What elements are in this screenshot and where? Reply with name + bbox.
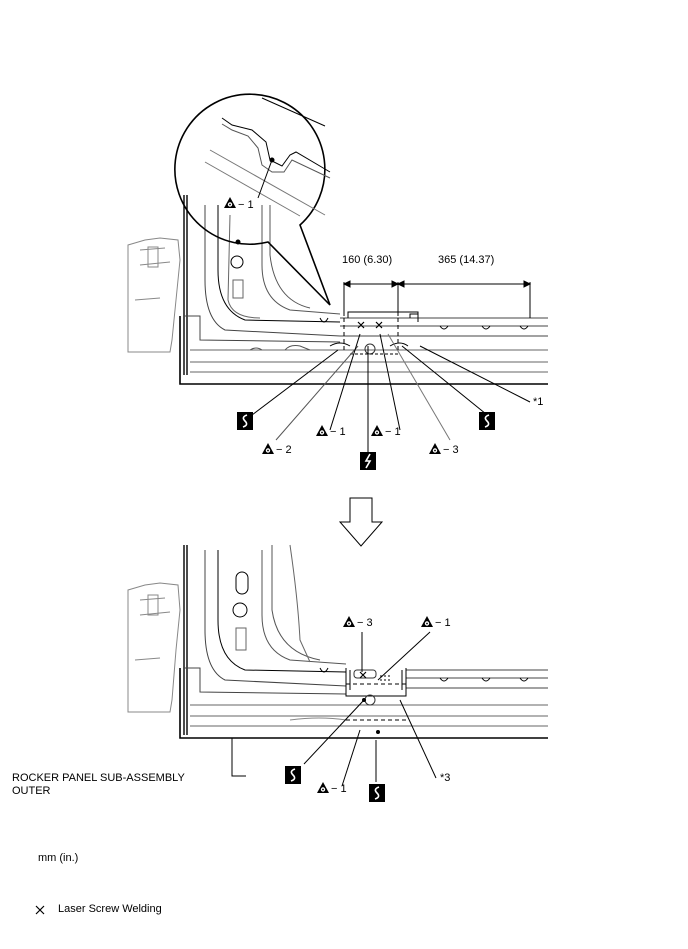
weld-number: − 1 (238, 199, 254, 211)
lower-leaders (231, 631, 437, 787)
spot-weld-triangle-icon (224, 197, 236, 208)
weld-number: − 1 (330, 426, 346, 438)
spot-weld-triangle-icon (421, 616, 433, 627)
cut-symbols (236, 411, 496, 803)
cut-wave-icon (236, 411, 254, 431)
callout-star3: *3 (440, 772, 451, 784)
dimension-365: 365 (14.37) (438, 254, 495, 266)
spot-weld-triangle-icon (317, 782, 329, 793)
lower-vehicle-body (127, 544, 548, 739)
cut-zigzag-icon (359, 451, 377, 471)
spot-weld-triangle-icon (262, 443, 274, 454)
cut-wave-icon (478, 411, 496, 431)
spot-weld-triangle-icon (371, 425, 383, 436)
laser-screw-x-icon (35, 905, 45, 915)
down-arrow-icon (338, 497, 384, 547)
laser-screw-marks (35, 321, 383, 915)
callout-star1: *1 (533, 396, 544, 408)
cut-wave-icon (284, 765, 302, 785)
upper-vehicle-body (127, 195, 548, 385)
spot-weld-triangle-icon (343, 616, 355, 627)
weld-number: − 3 (443, 444, 459, 456)
detail-magnifier (174, 93, 331, 306)
spot-weld-triangle-icon (429, 443, 441, 454)
weld-number: − 1 (385, 426, 401, 438)
dimension-160: 160 (6.30) (342, 254, 393, 266)
weld-number: − 1 (435, 617, 451, 629)
upper-leaders (251, 333, 531, 452)
weld-symbols (224, 197, 441, 793)
spot-weld-triangle-icon (316, 425, 328, 436)
cut-wave-icon (368, 783, 386, 803)
unit-label: mm (in.) (38, 852, 79, 864)
rocker-panel-label-line2: OUTER (12, 785, 51, 797)
weld-number: − 3 (357, 617, 373, 629)
weld-number: − 1 (331, 783, 347, 795)
rocker-panel-label-line1: ROCKER PANEL SUB-ASSEMBLY (12, 772, 185, 784)
weld-number: − 2 (276, 444, 292, 456)
legend-laser-screw-welding: Laser Screw Welding (58, 903, 162, 915)
